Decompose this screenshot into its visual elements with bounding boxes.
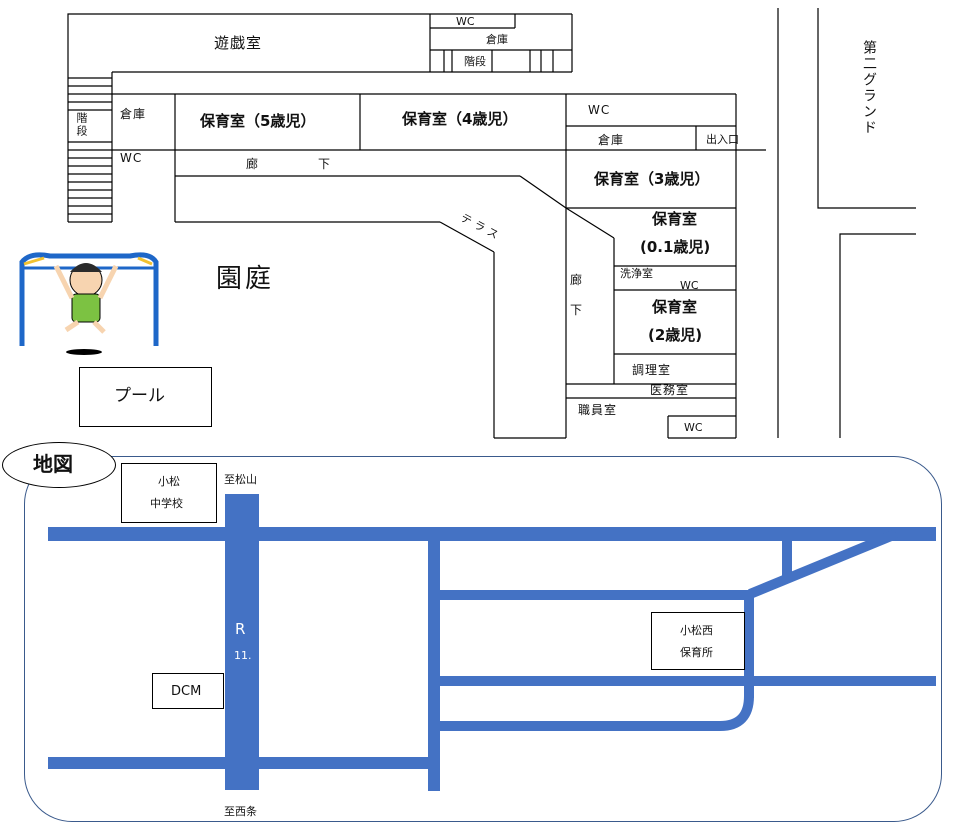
road-vertical-middle (428, 541, 440, 791)
to-saijo-label: 至西条 (224, 805, 257, 818)
garden-label: 園庭 (216, 264, 275, 294)
corridor-char-2: 下 (318, 157, 332, 171)
medical-room-label: 医務室 (650, 383, 690, 397)
corridor-vert-char-1: 廊 (570, 273, 584, 287)
stairs-left-label: 階段 (75, 112, 88, 138)
corridor-char-1: 廊 (246, 157, 260, 171)
room-2yr-label-1: 保育室 (652, 298, 698, 316)
wc-top-label: WC (456, 15, 475, 28)
entrance-label: 出入口 (706, 133, 739, 146)
road-horizontal-top (48, 527, 936, 541)
wc-mid-label: WC (680, 279, 699, 292)
room-5yr-label: 保育室（5歳児） (200, 112, 316, 130)
storage-left-label: 倉庫 (120, 107, 147, 121)
pool-box: プール (79, 367, 212, 427)
staff-room-label: 職員室 (578, 403, 618, 417)
road-horizontal-3 (440, 676, 936, 686)
school-label-1: 小松 (158, 475, 180, 488)
school-label-2: 中学校 (150, 497, 183, 510)
road-vertical-right (782, 541, 792, 581)
map-title-badge: 地図 (2, 442, 116, 488)
room-2yr-label-2: (2歳児) (648, 326, 703, 344)
room-01yr-label-2: (0.1歳児) (640, 238, 711, 256)
second-ground-label: 第二グランド (861, 40, 877, 136)
washroom-label: 洗浄室 (620, 267, 653, 280)
dcm-label: DCM (171, 684, 202, 699)
nursery-label-1: 小松西 (680, 624, 713, 637)
room-3yr-label: 保育室（3歳児） (594, 170, 710, 188)
room-4yr-label: 保育室（4歳児） (402, 110, 518, 128)
kitchen-label: 調理室 (632, 363, 672, 377)
road-vertical-nursery (744, 594, 754, 698)
pool-label: プール (114, 386, 165, 406)
wc-right-label: WC (588, 103, 611, 117)
map-title: 地図 (33, 452, 73, 476)
room-01yr-label-1: 保育室 (652, 210, 698, 228)
road-horizontal-2 (440, 590, 752, 600)
playroom-label: 遊戯室 (214, 34, 263, 52)
storage-right-label: 倉庫 (598, 133, 625, 147)
wc-left-label: WC (120, 151, 143, 165)
to-matsuyama-label: 至松山 (224, 473, 257, 486)
komatsu-middle-school-box: 小松 中学校 (121, 463, 217, 523)
map-frame (24, 456, 942, 822)
monkey-bars-illustration (19, 252, 159, 355)
storage-top-label: 倉庫 (486, 33, 508, 46)
route-letter: R (235, 620, 246, 638)
dcm-store-box: DCM (152, 673, 224, 709)
komatsu-nishi-nursery-box: 小松西 保育所 (651, 612, 745, 670)
route-11-road (225, 494, 259, 790)
nursery-label-2: 保育所 (680, 646, 713, 659)
route-number: 11. (234, 649, 252, 662)
wc-bottom-label: WC (684, 421, 703, 434)
stairs-top-label: 階段 (464, 55, 486, 68)
corridor-vert-char-2: 下 (570, 303, 584, 317)
